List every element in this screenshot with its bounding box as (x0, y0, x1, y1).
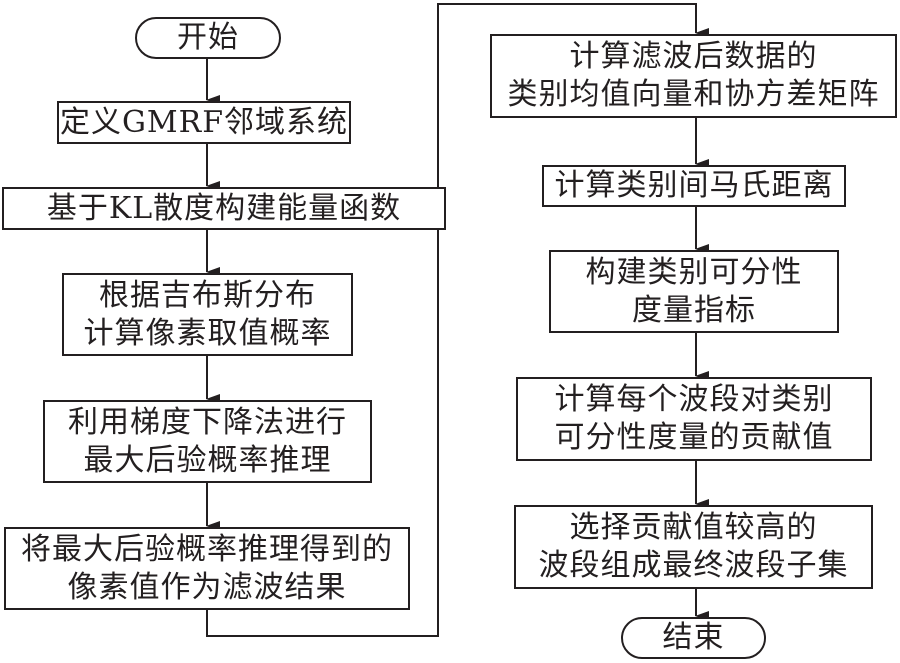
step-text-line: 计算类别间马氏距离 (554, 168, 834, 203)
step-text-line: 将最大后验概率推理得到的 (21, 531, 393, 567)
step-text-line: 可分性度量的贡献值 (554, 420, 834, 455)
step-select-band-subset: 选择贡献值较高的 波段组成最终波段子集 (514, 505, 873, 589)
end-terminal: 结束 (621, 617, 766, 659)
end-label: 结束 (662, 620, 725, 655)
step-text-line: 基于KL散度构建能量函数 (46, 190, 402, 226)
step-class-mean-covariance: 计算滤波后数据的 类别均值向量和协方差矩阵 (490, 34, 897, 118)
step-text-line: 类别均值向量和协方差矩阵 (507, 77, 880, 112)
step-text-line: 最大后验概率推理 (83, 442, 332, 478)
connector-left-to-right-column (206, 3, 709, 637)
step-text-line: 波段组成最终波段子集 (538, 548, 849, 583)
step-text-line: 计算每个波段对类别 (554, 382, 834, 417)
step-gradient-descent-map: 利用梯度下降法进行 最大后验概率推理 (43, 400, 372, 483)
step-filter-result: 将最大后验概率推理得到的 像素值作为滤波结果 (4, 527, 410, 610)
step-text-line: 构建类别可分性 (585, 254, 803, 290)
step-text-line: 计算像素取值概率 (83, 315, 332, 351)
step-define-gmrf-neighborhood: 定义GMRF邻域系统 (57, 101, 351, 144)
start-terminal: 开始 (135, 17, 281, 59)
step-text-line: 像素值作为滤波结果 (67, 569, 347, 605)
step-text-line: 计算滤波后数据的 (569, 39, 818, 74)
step-text-line: 定义GMRF邻域系统 (59, 104, 349, 140)
step-separability-index: 构建类别可分性 度量指标 (549, 250, 839, 333)
step-text-line: 根据吉布斯分布 (99, 277, 316, 313)
start-label: 开始 (177, 20, 239, 55)
step-build-energy-function: 基于KL散度构建能量函数 (2, 187, 446, 230)
step-mahalanobis-distance: 计算类别间马氏距离 (542, 165, 846, 207)
step-text-line: 度量指标 (632, 292, 756, 328)
step-band-contribution: 计算每个波段对类别 可分性度量的贡献值 (516, 377, 872, 461)
step-text-line: 选择贡献值较高的 (569, 510, 818, 545)
step-text-line: 利用梯度下降法进行 (68, 404, 347, 440)
step-compute-pixel-probability: 根据吉布斯分布 计算像素取值概率 (62, 273, 353, 356)
